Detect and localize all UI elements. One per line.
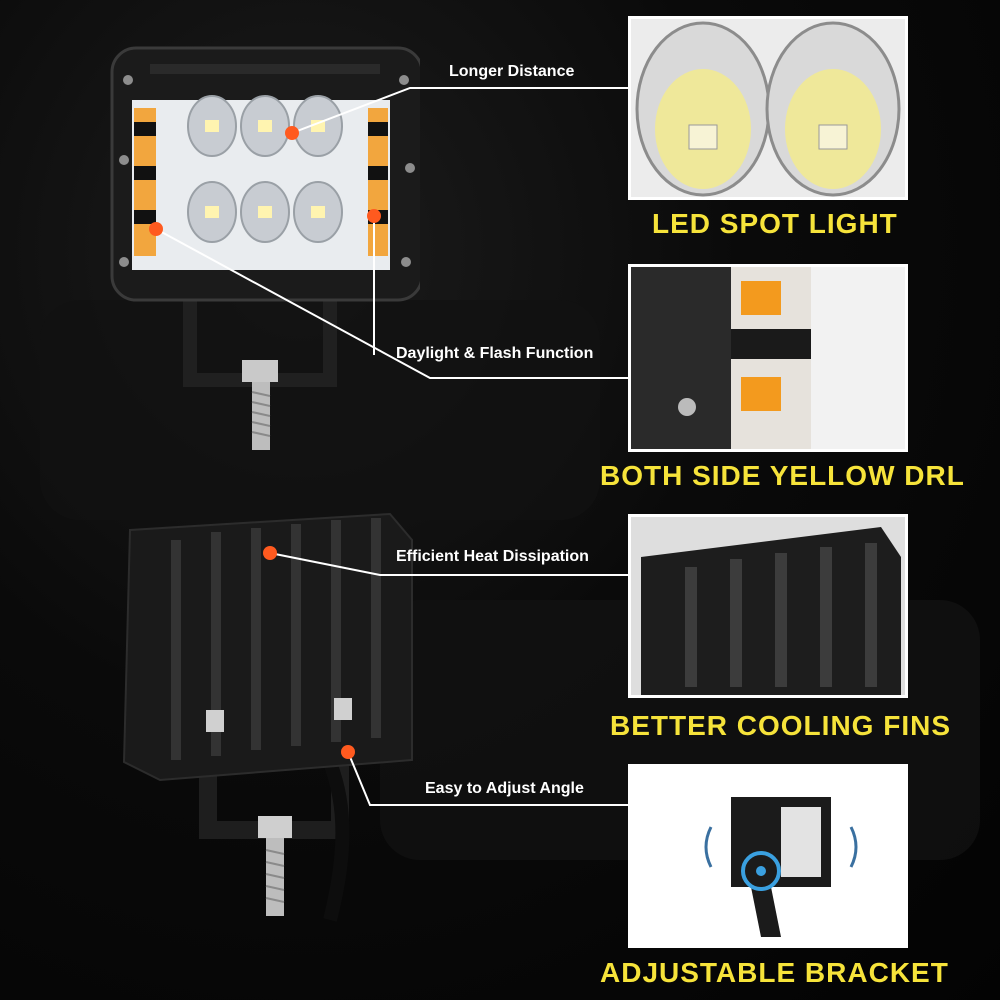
lamp-back-view (122, 512, 413, 922)
background-shape (40, 300, 600, 520)
callout-dot (285, 126, 299, 140)
caption-led-spot: LED SPOT LIGHT (652, 208, 898, 239)
callout-daylight-flash: Daylight & Flash Function (396, 345, 594, 362)
callout-heat-dissipation: Efficient Heat Dissipation (396, 548, 589, 565)
fins-closeup-image (641, 527, 901, 695)
detail-panel-side-drl (628, 264, 908, 452)
caption-bracket: ADJUSTABLE BRACKET (600, 957, 949, 988)
detail-panel-led-spot (628, 16, 908, 200)
detail-panel-bracket (628, 764, 908, 948)
callout-dot (149, 222, 163, 236)
callout-longer-distance: Longer Distance (449, 63, 575, 80)
caption-side-drl: BOTH SIDE YELLOW DRL (600, 460, 965, 491)
callout-adjust-angle: Easy to Adjust Angle (425, 780, 584, 797)
callout-dot (367, 209, 381, 223)
detail-panel-cooling-fins (628, 514, 908, 698)
caption-cooling-fins: BETTER COOLING FINS (610, 710, 951, 741)
bracket-closeup-image (704, 797, 858, 937)
callout-dot (341, 745, 355, 759)
led-closeup-image (635, 21, 901, 197)
callout-dot (263, 546, 277, 560)
drl-closeup-image (631, 267, 905, 449)
lamp-front-view (110, 46, 420, 450)
